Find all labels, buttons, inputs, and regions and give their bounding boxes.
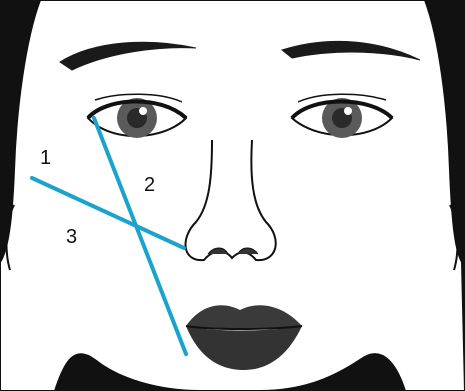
label-2: 2 [144,174,155,196]
label-3: 3 [66,226,77,248]
label-1: 1 [40,147,51,169]
